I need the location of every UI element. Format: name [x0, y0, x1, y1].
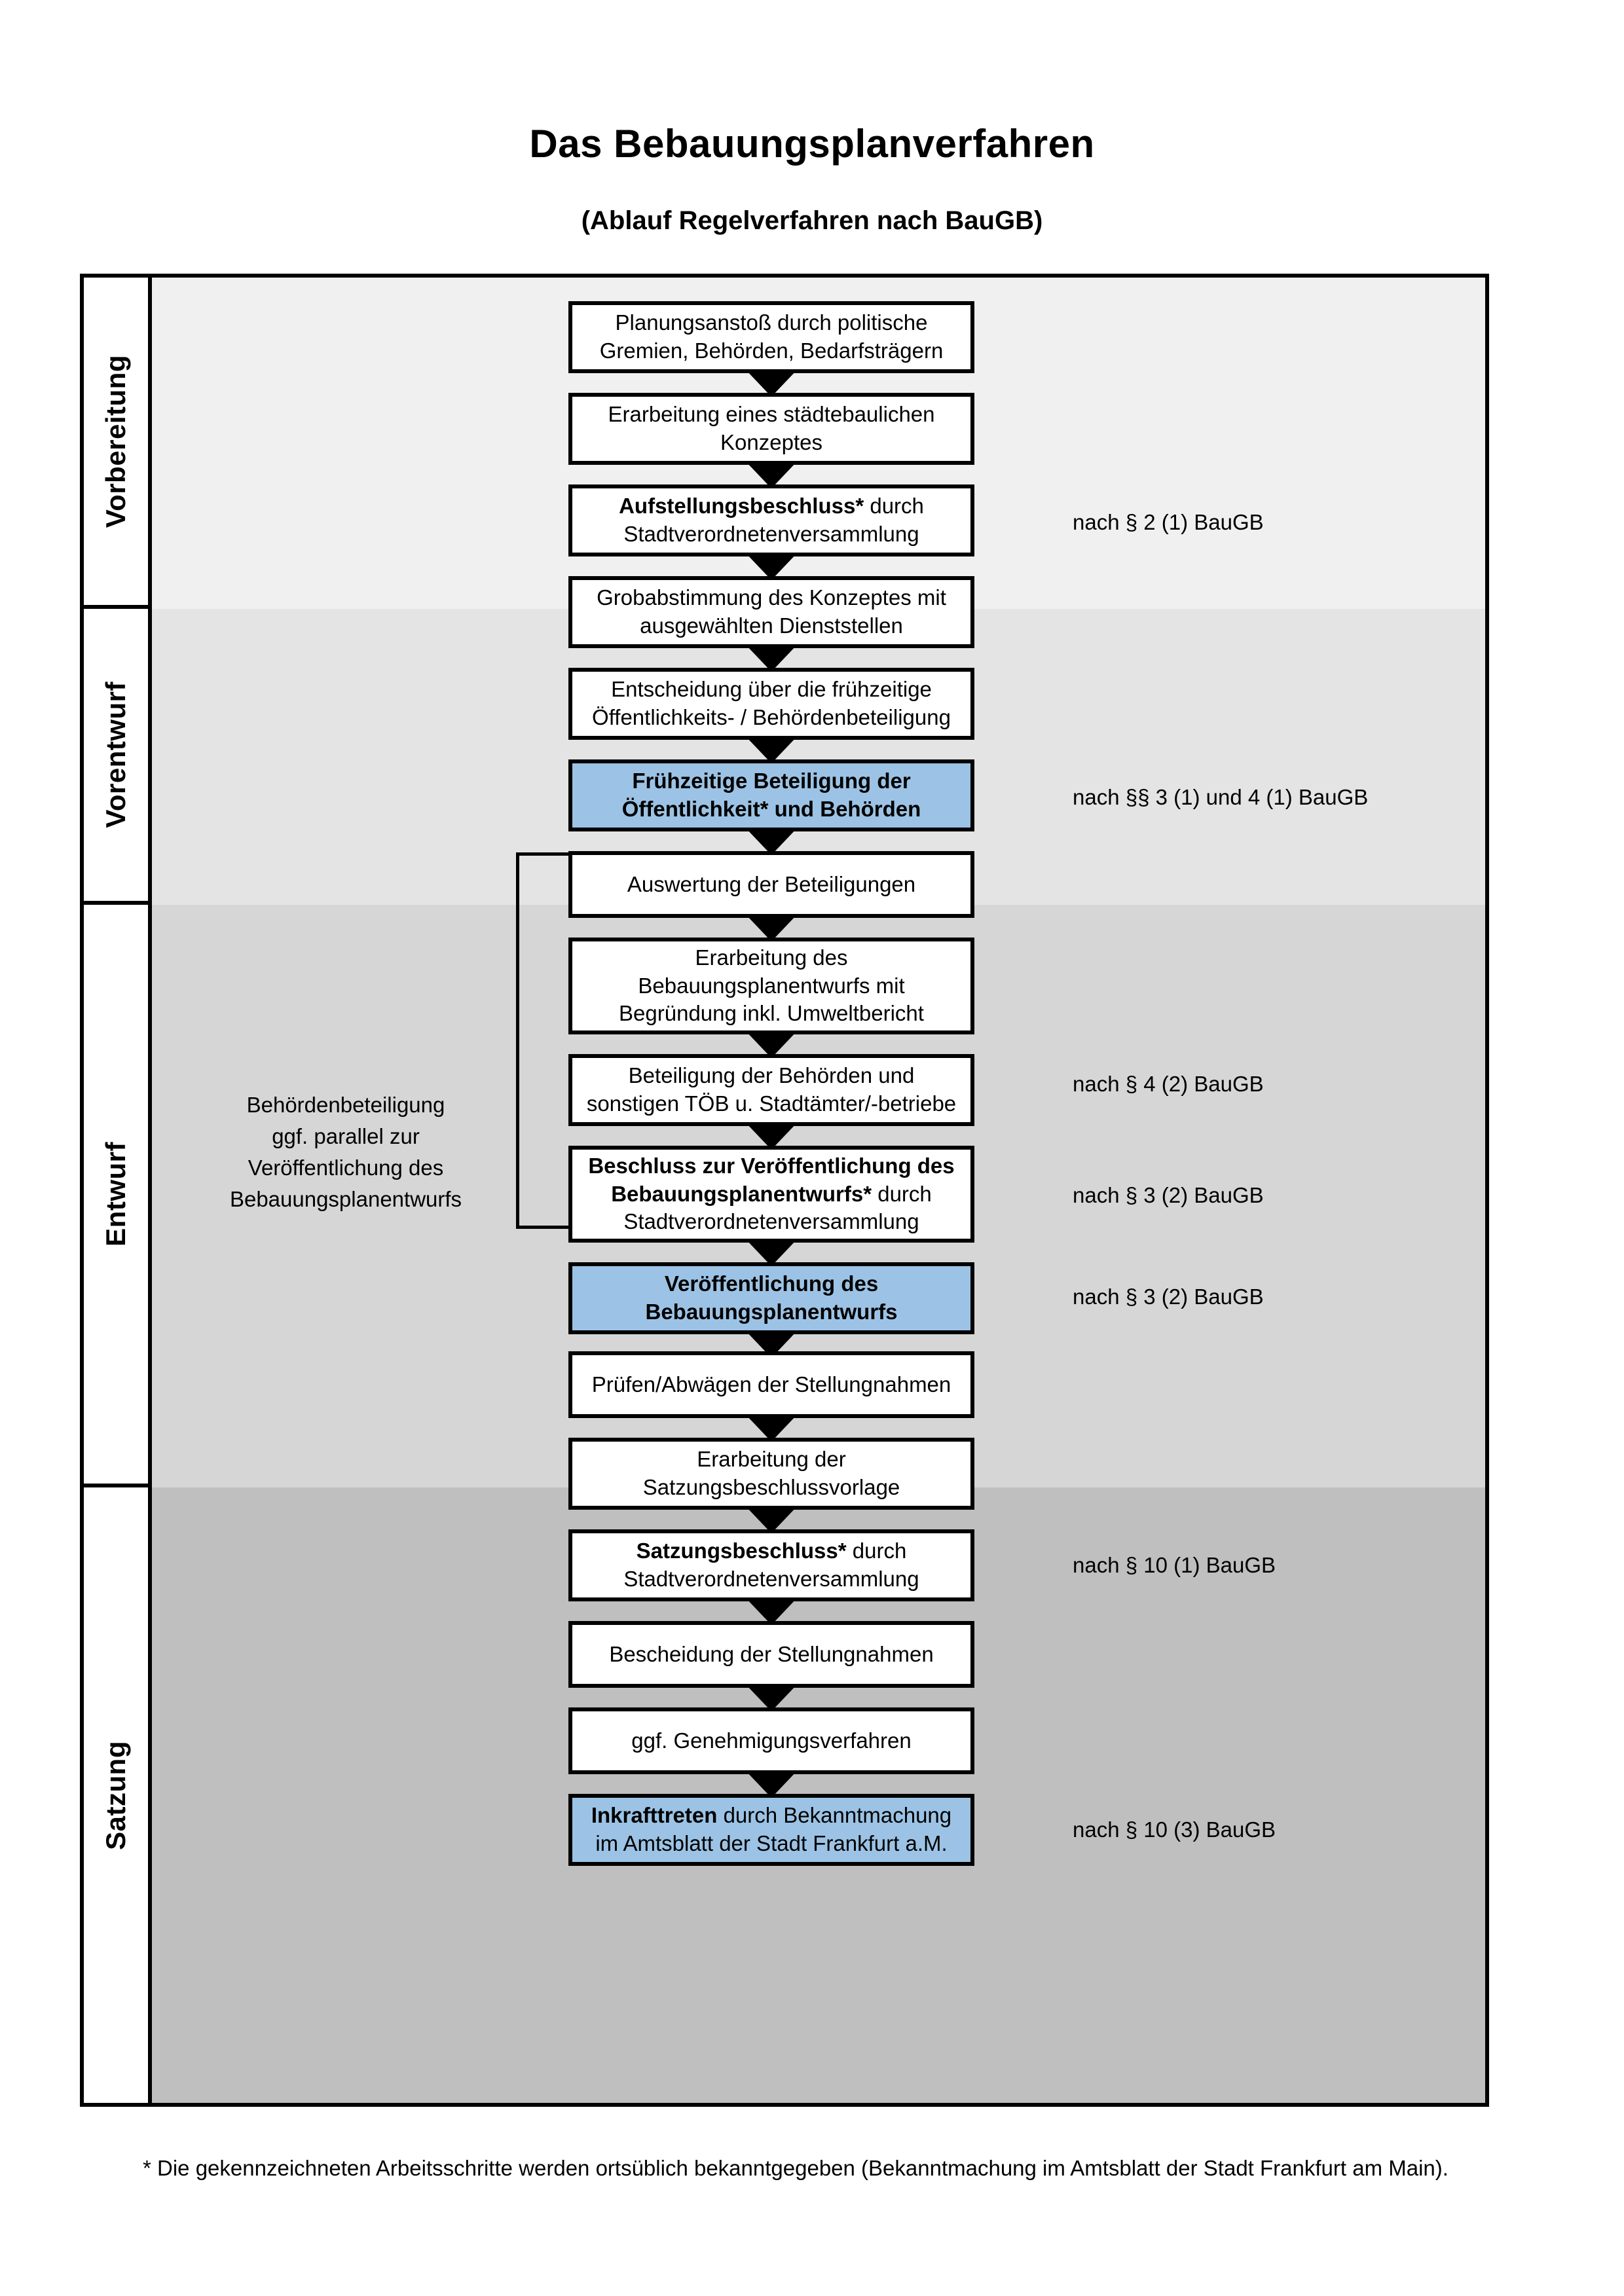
phase-label: Entwurf — [100, 1142, 131, 1247]
step-genehmigungsverfahren: ggf. Genehmigungsverfahren — [568, 1707, 974, 1774]
step-line: durch — [846, 1539, 907, 1563]
step-satzungsbeschluss: Satzungsbeschluss* durch Stadtverordnete… — [568, 1529, 974, 1601]
step-line: ausgewählten Dienststellen — [640, 613, 903, 638]
step-line: Beteiligung der Behörden und — [628, 1063, 915, 1088]
arrow-down-icon — [745, 914, 798, 941]
step-line: Bebauungsplanentwurfs mit — [638, 973, 905, 998]
arrow-down-icon — [745, 1506, 798, 1533]
connector-vertical-segment — [516, 852, 519, 1229]
step-line: Auswertung der Beteiligungen — [627, 871, 916, 896]
arrow-down-icon — [745, 1770, 798, 1798]
step-line: durch — [872, 1181, 932, 1206]
step-line: durch Bekanntmachung — [717, 1803, 952, 1828]
arrow-down-icon — [745, 553, 798, 580]
sidenote-line: Bebauungsplanentwurfs — [229, 1186, 462, 1211]
step-beschluss-veroeffentlichung: Beschluss zur Veröffentlichung des Bebau… — [568, 1146, 974, 1243]
phase-vorentwurf: Vorentwurf — [84, 609, 152, 905]
page-title: Das Bebauungsplanverfahren — [529, 122, 1095, 166]
flowchart-frame: Vorbereitung Vorentwurf Entwurf Satzung … — [80, 274, 1489, 2107]
step-fruehzeitige-beteiligung: Frühzeitige Beteiligung der Öffentlichke… — [568, 759, 974, 831]
step-erarbeitung-bplanentwurf: Erarbeitung des Bebauungsplanentwurfs mi… — [568, 938, 974, 1034]
arrow-down-icon — [745, 369, 798, 397]
step-line: Satzungsbeschlussvorlage — [642, 1475, 900, 1499]
step-line-bold: Satzungsbeschluss* — [636, 1539, 847, 1563]
legal-ref-par3-1-4-1: nach §§ 3 (1) und 4 (1) BauGB — [1073, 785, 1369, 809]
legal-ref-par10-3: nach § 10 (3) BauGB — [1073, 1817, 1276, 1842]
step-line-bold: Aufstellungsbeschluss* — [619, 494, 864, 519]
legal-ref-par3-2-b: nach § 3 (2) BauGB — [1073, 1285, 1264, 1309]
step-line: Begründung inkl. Umweltbericht — [619, 1001, 924, 1026]
step-line: Bebauungsplanentwurfs — [645, 1300, 898, 1324]
page-subtitle: (Ablauf Regelverfahren nach BauGB) — [581, 206, 1043, 235]
step-grobabstimmung: Grobabstimmung des Konzeptes mit ausgewä… — [568, 576, 974, 648]
arrow-down-icon — [745, 736, 798, 763]
step-aufstellungsbeschluss: Aufstellungsbeschluss* durch Stadtverord… — [568, 484, 974, 556]
sidenote-line: Veröffentlichung des — [248, 1155, 444, 1180]
step-line-bold: Inkrafttreten — [591, 1803, 718, 1828]
step-line: im Amtsblatt der Stadt Frankfurt a.M. — [595, 1831, 948, 1855]
step-line: Öffentlichkeit* und Behörden — [621, 797, 921, 821]
step-staedtebauliches-konzept: Erarbeitung eines städtebaulichen Konzep… — [568, 393, 974, 465]
phase-label: Vorentwurf — [100, 682, 131, 828]
step-line-bold: Beschluss zur Veröffentlichung des — [588, 1153, 955, 1178]
legal-ref-par10-1: nach § 10 (1) BauGB — [1073, 1553, 1276, 1577]
arrow-down-icon — [745, 1414, 798, 1442]
arrow-down-icon — [745, 1597, 798, 1625]
legal-ref-par3-2-a: nach § 3 (2) BauGB — [1073, 1183, 1264, 1207]
step-erarbeitung-satzungsvorlage: Erarbeitung der Satzungsbeschlussvorlage — [568, 1438, 974, 1510]
legal-ref-par2-1: nach § 2 (1) BauGB — [1073, 510, 1264, 534]
phase-vorbereitung: Vorbereitung — [84, 278, 152, 609]
sidenote-behoerdenbeteiligung: Behördenbeteiligung ggf. parallel zur Ve… — [208, 1089, 483, 1214]
footnote: * Die gekennzeichneten Arbeitsschritte w… — [143, 2156, 1449, 2180]
sidenote-line: Behördenbeteiligung — [246, 1093, 445, 1117]
step-line: Stadtverordnetenversammlung — [623, 522, 919, 546]
step-line: Stadtverordnetenversammlung — [623, 1209, 919, 1234]
step-line: Entscheidung über die frühzeitige — [611, 677, 932, 702]
step-planungsanstoss: Planungsanstoß durch politische Gremien,… — [568, 301, 974, 373]
sidenote-line: ggf. parallel zur — [272, 1123, 420, 1148]
step-line: Erarbeitung des — [695, 945, 848, 970]
step-line: Öffentlichkeits- / Behördenbeteiligung — [592, 705, 951, 729]
step-bescheidung-stellungnahmen: Bescheidung der Stellungnahmen — [568, 1621, 974, 1688]
arrow-down-icon — [745, 461, 798, 488]
step-beteiligung-behoerden-toeb: Beteiligung der Behörden und sonstigen T… — [568, 1054, 974, 1126]
arrow-down-icon — [745, 1030, 798, 1058]
step-line: Grobabstimmung des Konzeptes mit — [597, 585, 946, 610]
phase-entwurf: Entwurf — [84, 905, 152, 1487]
step-line: Stadtverordnetenversammlung — [623, 1567, 919, 1591]
step-line: durch — [864, 494, 924, 519]
legal-ref-par4-2: nach § 4 (2) BauGB — [1073, 1072, 1264, 1096]
step-auswertung-beteiligungen: Auswertung der Beteiligungen — [568, 851, 974, 918]
step-line: Veröffentlichung des — [664, 1271, 879, 1296]
step-line: Gremien, Behörden, Bedarfsträgern — [599, 338, 944, 363]
step-line: Erarbeitung eines städtebaulichen — [608, 402, 935, 427]
phase-label: Satzung — [100, 1740, 131, 1850]
step-line: Planungsanstoß durch politische — [615, 310, 928, 335]
step-line: Frühzeitige Beteiligung der — [632, 769, 911, 793]
step-line: Konzeptes — [720, 430, 822, 454]
arrow-down-icon — [745, 1239, 798, 1266]
phase-satzung: Satzung — [84, 1487, 152, 2103]
step-pruefen-abwaegen: Prüfen/Abwägen der Stellungnahmen — [568, 1351, 974, 1418]
step-entscheidung-fruehzeitige: Entscheidung über die frühzeitige Öffent… — [568, 668, 974, 740]
arrow-down-icon — [745, 644, 798, 672]
step-line: Erarbeitung der — [697, 1447, 846, 1472]
arrow-down-icon — [745, 1122, 798, 1150]
arrow-down-icon — [745, 828, 798, 855]
step-veroeffentlichung-bplanentwurf: Veröffentlichung des Bebauungsplanentwur… — [568, 1262, 974, 1334]
phase-label: Vorbereitung — [100, 354, 131, 528]
step-line: Prüfen/Abwägen der Stellungnahmen — [591, 1372, 951, 1396]
arrow-down-icon — [745, 1684, 798, 1711]
step-line-bold: Bebauungsplanentwurfs* — [611, 1181, 872, 1206]
step-line: Bescheidung der Stellungnahmen — [609, 1641, 934, 1666]
step-line: ggf. Genehmigungsverfahren — [631, 1728, 912, 1753]
step-line: sonstigen TÖB u. Stadtämter/-betriebe — [586, 1091, 957, 1116]
step-inkrafttreten: Inkrafttreten durch Bekanntmachung im Am… — [568, 1794, 974, 1866]
